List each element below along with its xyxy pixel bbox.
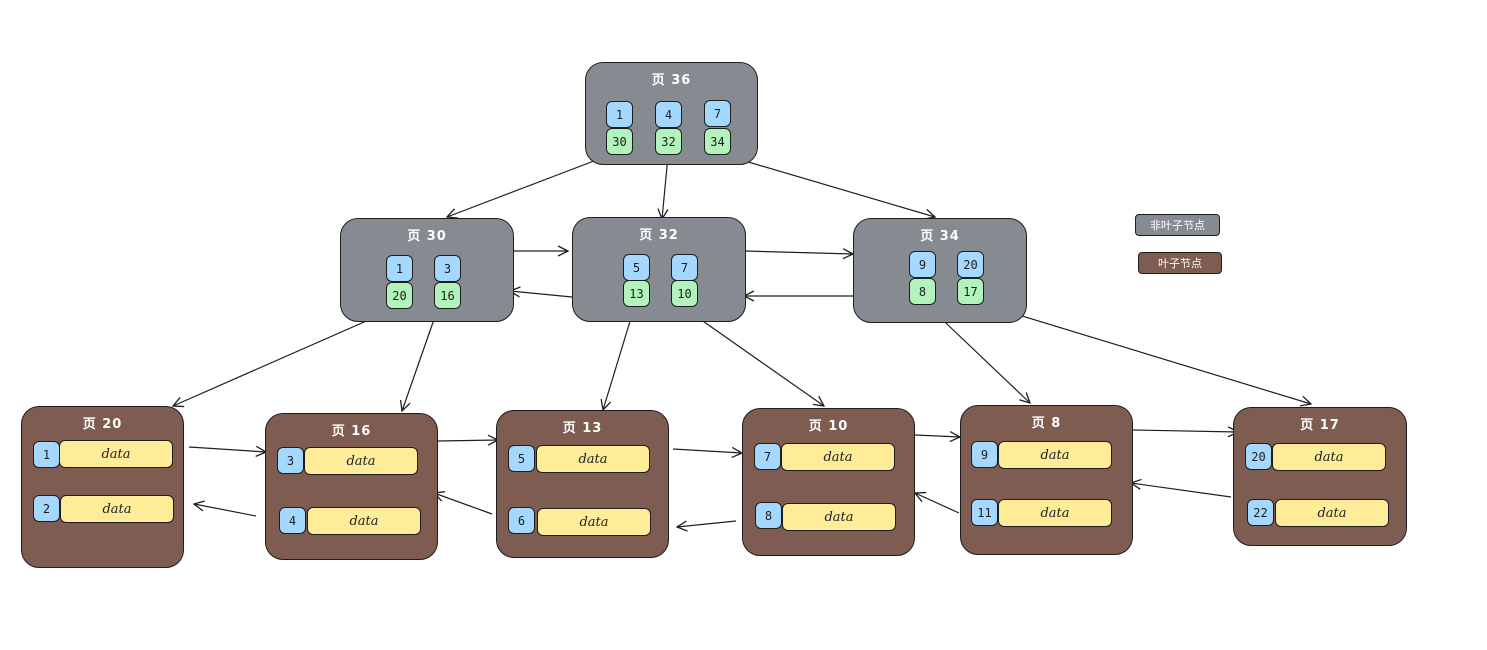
edge-p13-prev-p16 [434, 493, 493, 515]
pointer-cell: 30 [606, 128, 633, 155]
pointer-cell: 16 [434, 282, 461, 309]
page-title: 页 20 [82, 417, 123, 432]
page-title: 页 10 [808, 419, 849, 434]
pointer-cell: 34 [704, 128, 731, 155]
inner-page-34: 页 34 9 20 8 17 [853, 218, 1027, 323]
key-cell: 7 [671, 254, 698, 281]
edge-p30-to-p20 [173, 307, 397, 406]
pointer-cell: 32 [655, 128, 682, 155]
key-cell: 6 [508, 507, 535, 534]
leaf-page-17: 页 17 20 data 22 data [1233, 407, 1407, 546]
data-cell: data [1275, 499, 1389, 527]
edge-p16-next-p13 [437, 440, 498, 441]
legend-inner-node: 非叶子节点 [1135, 214, 1220, 236]
leaf-page-16: 页 16 3 data 4 data [265, 413, 438, 560]
inner-page-36: 页 36 1 4 7 30 32 34 [585, 62, 758, 165]
key-cell: 3 [277, 447, 304, 474]
data-cell: data [307, 507, 421, 535]
edge-p30-to-p16 [402, 307, 439, 411]
page-title: 页 30 [407, 229, 447, 244]
page-title: 页 34 [920, 229, 960, 244]
pointer-cell: 20 [386, 282, 413, 309]
edge-p36-to-p30 [447, 155, 608, 217]
page-title: 页 13 [562, 421, 603, 436]
data-cell: data [60, 495, 174, 523]
key-cell: 9 [971, 441, 998, 468]
key-cell: 20 [957, 251, 984, 278]
edge-p10-prev-p13 [677, 520, 737, 527]
key-cell: 9 [909, 251, 936, 278]
leaf-page-20: 页 20 1 data 2 data [21, 406, 184, 568]
key-cell: 4 [655, 101, 682, 128]
legend-leaf-node: 叶子节点 [1138, 252, 1222, 274]
edge-p36-to-p32 [662, 155, 669, 219]
key-cell: 20 [1245, 443, 1272, 470]
page-title: 页 36 [651, 73, 692, 88]
edge-p32-prev-p30 [510, 291, 573, 298]
page-title: 页 17 [1300, 418, 1340, 433]
edge-p8-next-p17 [1132, 430, 1238, 432]
key-cell: 8 [755, 502, 782, 529]
key-cell: 3 [434, 255, 461, 282]
data-cell: data [782, 503, 896, 531]
leaf-page-13: 页 13 5 data 6 data [496, 410, 669, 558]
leaf-page-8: 页 8 9 data 11 data [960, 405, 1133, 555]
inner-page-32: 页 32 5 7 13 10 [572, 217, 746, 322]
edge-p16-prev-p20 [194, 504, 257, 517]
leaf-page-10: 页 10 7 data 8 data [742, 408, 915, 556]
data-cell: data [304, 447, 418, 475]
data-cell: data [59, 440, 173, 468]
pointer-cell: 8 [909, 278, 936, 305]
pointer-cell: 10 [671, 280, 698, 307]
page-title: 页 32 [639, 228, 679, 243]
key-cell: 5 [508, 445, 535, 472]
data-cell: data [536, 445, 650, 473]
key-cell: 1 [386, 255, 413, 282]
edge-p32-next-p34 [744, 251, 853, 254]
data-cell: data [781, 443, 895, 471]
data-cell: data [537, 508, 651, 536]
edge-p20-next-p16 [188, 447, 266, 452]
pointer-cell: 17 [957, 278, 984, 305]
edge-p34-to-p17 [985, 304, 1311, 404]
data-cell: data [1272, 443, 1386, 471]
data-cell: data [998, 441, 1112, 469]
page-title: 页 8 [1031, 416, 1062, 431]
key-cell: 22 [1247, 499, 1274, 526]
key-cell: 2 [33, 495, 60, 522]
key-cell: 7 [704, 100, 731, 127]
page-title: 页 16 [331, 424, 372, 439]
data-cell: data [998, 499, 1112, 527]
key-cell: 5 [623, 254, 650, 281]
inner-page-30: 页 30 1 3 20 16 [340, 218, 514, 322]
pointer-cell: 13 [623, 280, 650, 307]
edge-p36-to-p34 [727, 155, 935, 217]
edge-p17-prev-p8 [1131, 483, 1232, 498]
edge-p13-next-p10 [672, 449, 742, 453]
key-cell: 4 [279, 507, 306, 534]
key-cell: 1 [33, 441, 60, 468]
edge-p8-prev-p10 [915, 493, 960, 514]
key-cell: 1 [606, 101, 633, 128]
key-cell: 11 [971, 499, 998, 526]
key-cell: 7 [754, 443, 781, 470]
edge-p10-next-p8 [914, 435, 960, 437]
